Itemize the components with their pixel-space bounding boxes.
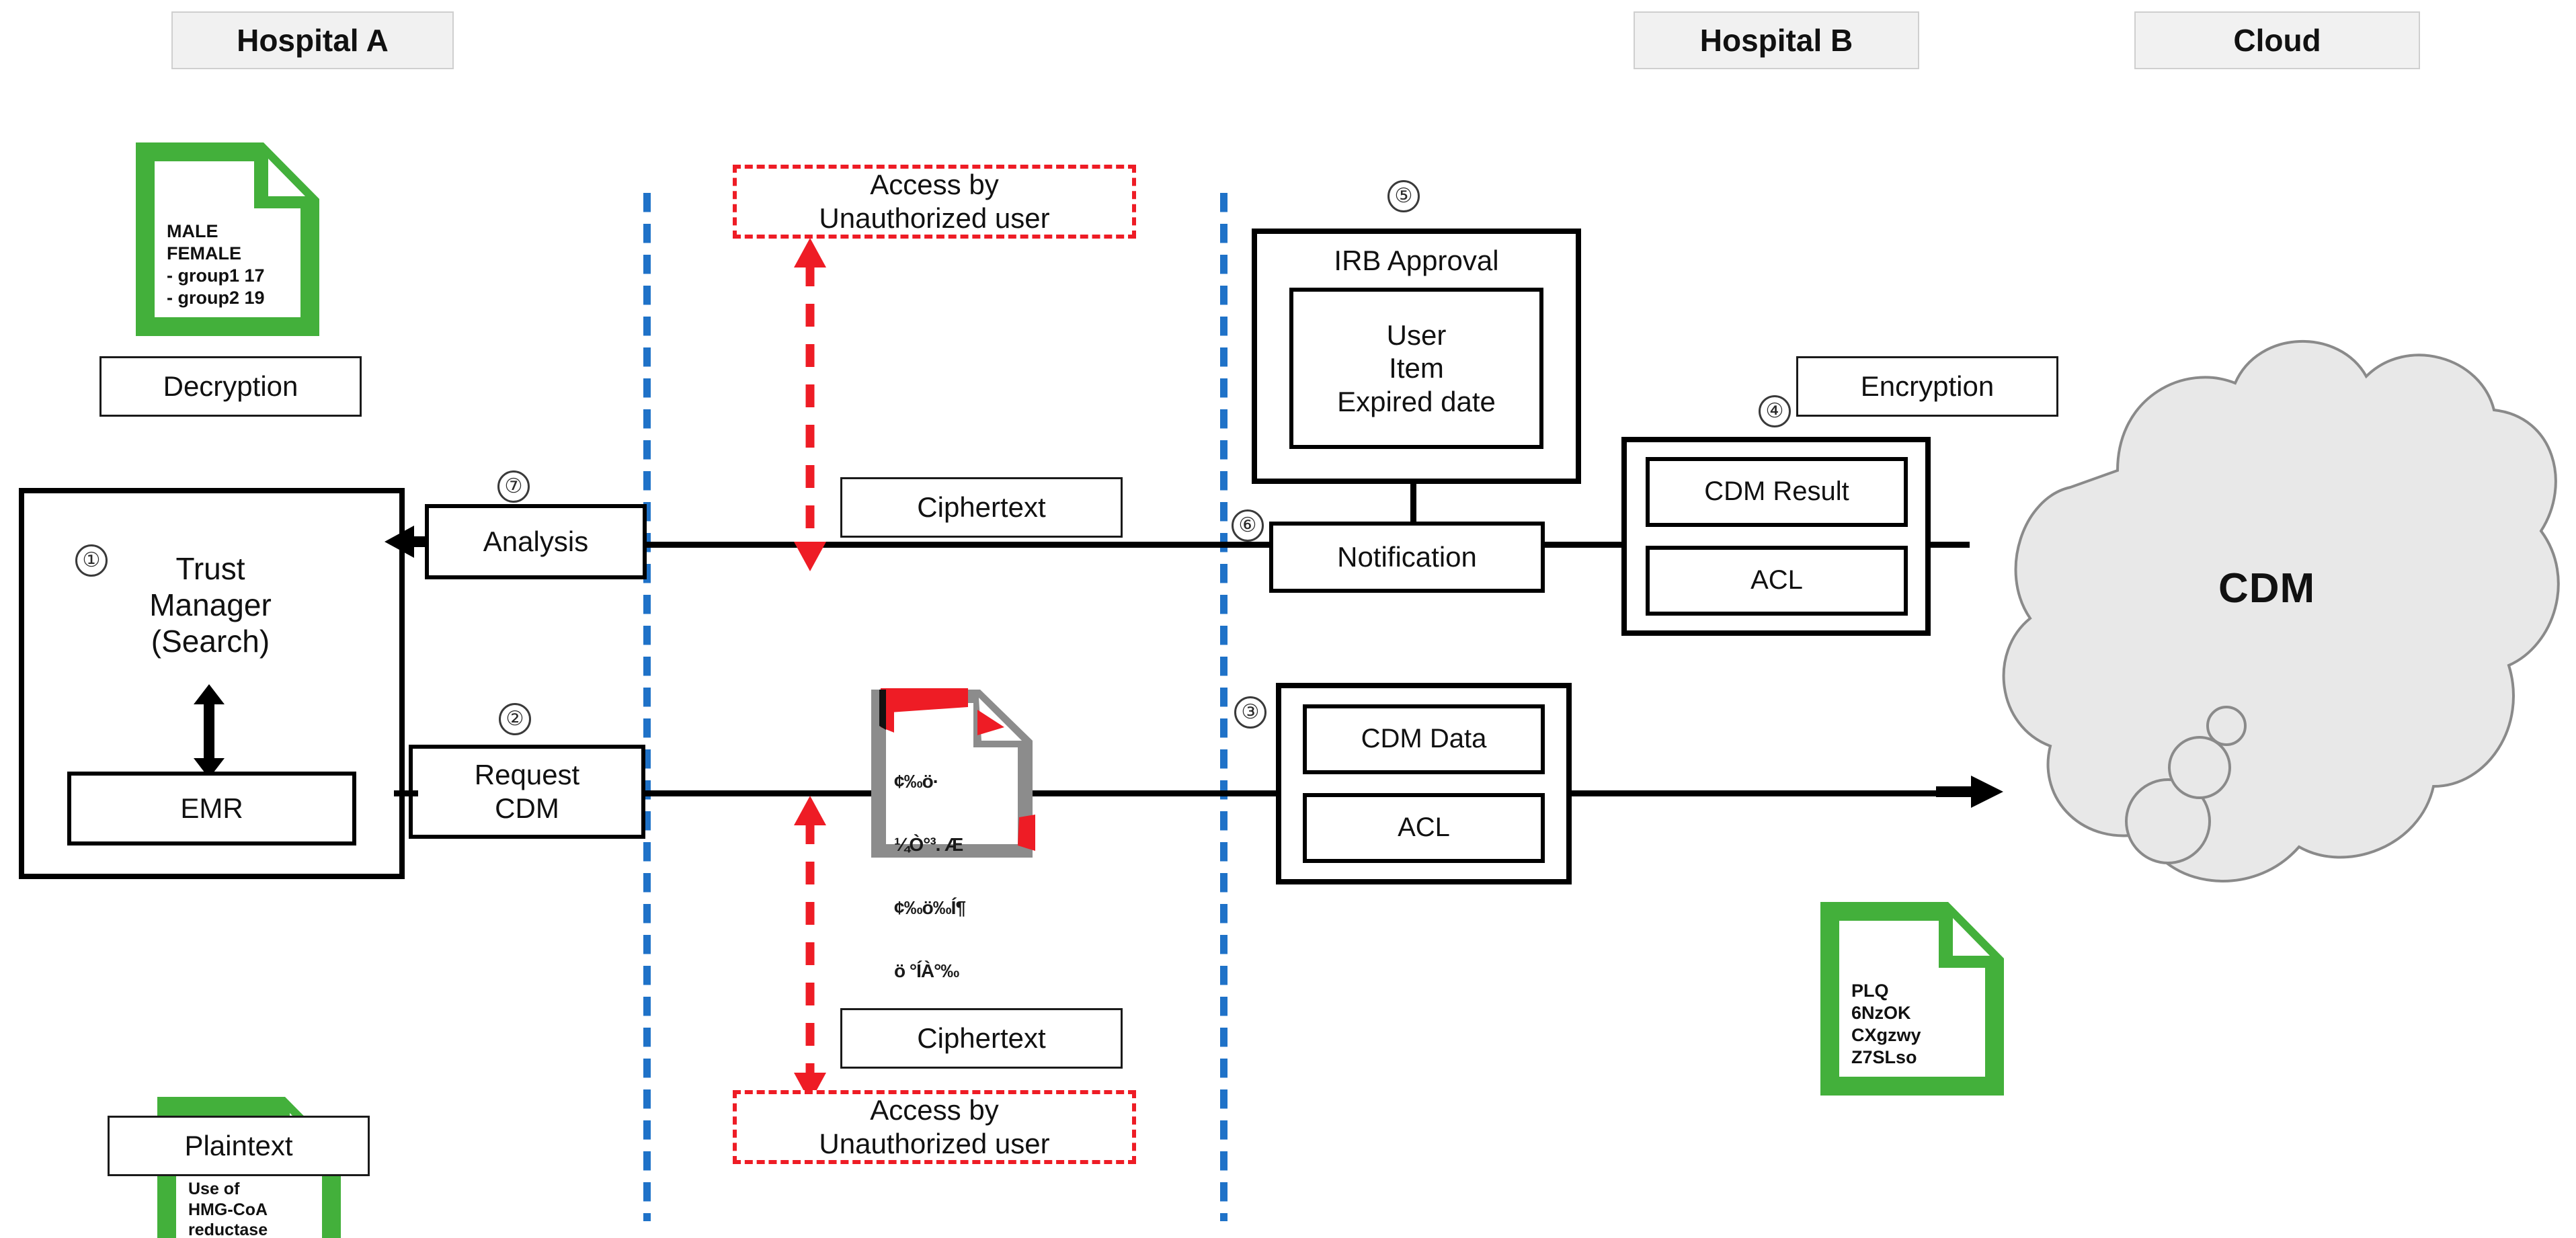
step-number-6-label: ⑥ xyxy=(1238,514,1257,537)
trust-manager-title: Trust Manager (Search) xyxy=(99,538,321,672)
encrypted-doc-line-1: PLQ xyxy=(1851,981,1889,1001)
unauthorized-access-bottom-line-2: Unauthorized user xyxy=(819,1128,1050,1159)
ciphertext-document-icon-top: ¢‰ö· ¼Ò°³. Æ ¢‰ö‰Í¶ ö °ÍÀ°‰ xyxy=(866,686,1041,981)
cdm-result-cloud-stub xyxy=(1927,542,1970,548)
request-cdm-label-line-2: CDM xyxy=(495,792,559,824)
step-number-4: ④ xyxy=(1759,395,1791,427)
trust-manager-title-line-1: Trust xyxy=(175,550,245,586)
ciphertext-label-top: Ciphertext xyxy=(917,491,1046,524)
step-number-7: ⑦ xyxy=(497,470,530,503)
decryption-label-box: Decryption xyxy=(99,356,362,417)
notification-box: Notification xyxy=(1269,522,1545,593)
zone-chip-hospital-a: Hospital A xyxy=(171,11,454,69)
ciphertext-label-bottom: Ciphertext xyxy=(917,1022,1046,1055)
decrypted-doc-line-3: - group1 17 xyxy=(167,265,265,286)
step-number-5: ⑤ xyxy=(1387,180,1420,212)
cloud-shape xyxy=(2002,340,2560,882)
unauthorized-access-top-line-1: Access by xyxy=(870,169,999,201)
zone-chip-hospital-b-label: Hospital B xyxy=(1699,22,1853,58)
zone-chip-cloud: Cloud xyxy=(2134,11,2420,69)
unauthorized-access-callout-bottom: Access by Unauthorized user xyxy=(733,1090,1136,1164)
analysis-box: Analysis xyxy=(425,504,647,579)
trust-manager-emr-bidirectional-arrow xyxy=(194,684,225,778)
analysis-label: Analysis xyxy=(483,526,589,558)
step-number-2: ② xyxy=(499,703,531,735)
ciphertext-glyph-top-4: ö °ÍÀ°‰ xyxy=(894,960,959,981)
ciphertext-glyph-top-1: ¢‰ö· xyxy=(894,770,939,792)
irb-approval-fields-box: User Item Expired date xyxy=(1289,288,1543,449)
encrypted-doc-line-3: CXgzwy xyxy=(1851,1024,1921,1045)
irb-approval-title-label: IRB Approval xyxy=(1334,245,1499,277)
unauthorized-access-bottom-line-1: Access by xyxy=(870,1094,999,1126)
trust-manager-title-line-3: (Search) xyxy=(151,624,270,659)
irb-field-user: User xyxy=(1386,319,1447,351)
cloud-cdm-label-text: CDM xyxy=(2218,565,2316,612)
cdm-result-label: CDM Result xyxy=(1704,477,1849,507)
unauthorized-access-top-line-2: Unauthorized user xyxy=(819,202,1050,234)
zone-chip-hospital-b: Hospital B xyxy=(1634,11,1919,69)
request-cdm-arrowhead xyxy=(1936,776,2003,808)
decrypted-doc-line-4: - group2 19 xyxy=(167,287,265,308)
cdm-result-acl-label: ACL xyxy=(1750,565,1803,595)
request-cdm-label-line-1: Request xyxy=(474,759,580,791)
plaintext-label: Plaintext xyxy=(184,1130,293,1162)
cdm-result-box: CDM Result xyxy=(1646,457,1908,527)
unauthorized-access-arrow-bottom xyxy=(794,796,826,1102)
ciphertext-label-box-bottom: Ciphertext xyxy=(840,1008,1123,1069)
decrypted-doc-line-1: MALE xyxy=(167,221,218,241)
cdm-data-acl-label: ACL xyxy=(1398,813,1450,843)
decrypted-document-icon: MALE FEMALE - group1 17 - group2 19 xyxy=(132,138,323,340)
cloud-cdm-label: CDM xyxy=(2218,565,2315,612)
ciphertext-glyph-top-2: ¼Ò°³. Æ xyxy=(894,833,963,855)
notification-label: Notification xyxy=(1337,541,1477,573)
encryption-label-box: Encryption xyxy=(1796,356,2058,417)
decryption-label: Decryption xyxy=(163,370,298,403)
request-cdm-box: Request CDM xyxy=(409,745,645,839)
step-number-3-label: ③ xyxy=(1241,701,1260,724)
step-number-2-label: ② xyxy=(506,708,524,731)
zone-divider-left xyxy=(643,193,651,1221)
step-number-7-label: ⑦ xyxy=(504,475,523,498)
trust-manager-title-line-2: Manager xyxy=(149,587,272,622)
irb-approval-title: IRB Approval xyxy=(1252,234,1581,288)
emr-request-stub xyxy=(394,790,418,796)
emr-label: EMR xyxy=(180,792,243,825)
plaintext-label-box: Plaintext xyxy=(108,1116,370,1176)
encryption-label: Encryption xyxy=(1860,370,1995,403)
zone-chip-cloud-label: Cloud xyxy=(2233,22,2321,58)
plaintext-doc-line-1: Use of xyxy=(188,1180,240,1198)
unauthorized-access-callout-top: Access by Unauthorized user xyxy=(733,165,1136,239)
encrypted-document-icon: PLQ 6NzOK CXgzwy Z7SLso xyxy=(1816,898,2008,1100)
decrypted-doc-line-2: FEMALE xyxy=(167,243,241,263)
step-number-6: ⑥ xyxy=(1232,509,1264,542)
zone-chip-hospital-a-label: Hospital A xyxy=(237,22,389,58)
step-number-4-label: ④ xyxy=(1765,400,1784,423)
encrypted-doc-line-4: Z7SLso xyxy=(1851,1046,1917,1067)
cdm-result-acl-box: ACL xyxy=(1646,546,1908,616)
encrypted-doc-line-2: 6NzOK xyxy=(1851,1002,1911,1023)
emr-box: EMR xyxy=(67,772,356,845)
step-number-5-label: ⑤ xyxy=(1394,185,1413,208)
ciphertext-label-box-top: Ciphertext xyxy=(840,477,1123,538)
plaintext-doc-line-2: HMG-CoA xyxy=(188,1200,268,1219)
cdm-data-label: CDM Data xyxy=(1361,724,1487,754)
zone-divider-right xyxy=(1220,193,1227,1221)
step-number-1-label: ① xyxy=(82,549,101,572)
irb-notification-connector xyxy=(1410,481,1416,526)
ciphertext-glyph-top-3: ¢‰ö‰Í¶ xyxy=(894,897,966,918)
plaintext-doc-line-3: reductase xyxy=(188,1221,268,1238)
step-number-1: ① xyxy=(75,544,108,577)
unauthorized-access-arrow-top xyxy=(794,238,826,571)
irb-field-item: Item xyxy=(1389,352,1444,384)
cdm-data-box: CDM Data xyxy=(1303,704,1545,774)
step-number-3: ③ xyxy=(1234,696,1266,729)
irb-field-expired-date: Expired date xyxy=(1337,385,1496,417)
cdm-data-acl-box: ACL xyxy=(1303,793,1545,863)
